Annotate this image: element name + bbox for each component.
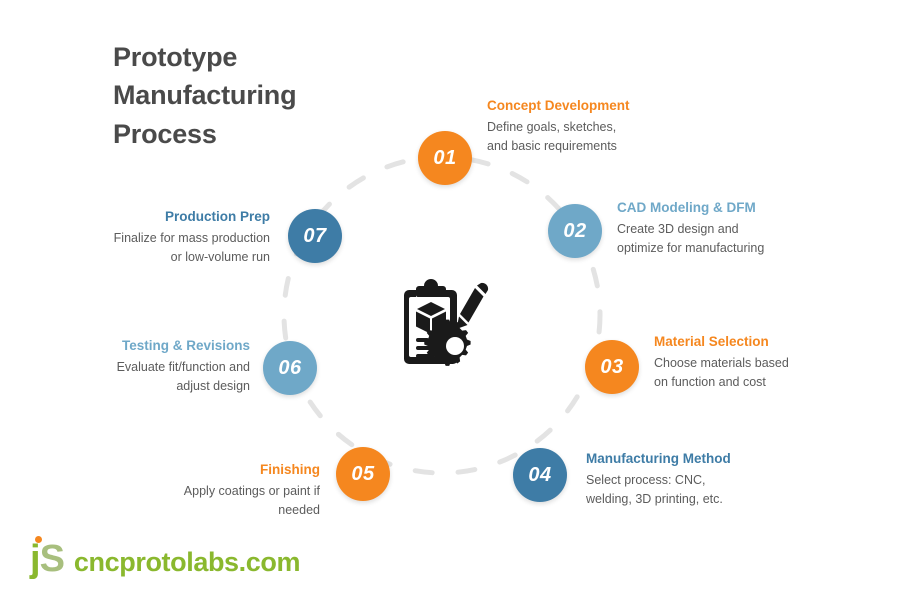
step-heading-03: Material Selection (654, 334, 769, 349)
step-number-01: 01 (433, 146, 457, 169)
step-circle-01[interactable]: 01 (418, 131, 472, 185)
step-body-02-line-1: Create 3D design and (617, 222, 739, 237)
step-body-06-line-1: Evaluate fit/function and (116, 360, 250, 375)
title-line-3: Process (113, 118, 217, 149)
title-line-2: Manufacturing (113, 80, 297, 111)
step-text-06: Testing & Revisions Evaluate fit/functio… (28, 338, 250, 396)
step-heading-06: Testing & Revisions (121, 338, 250, 353)
step-text-07: Production Prep Finalize for mass produc… (48, 209, 270, 267)
step-text-02: CAD Modeling & DFM Create 3D design and … (617, 200, 847, 258)
clipboard-cube-gear-pencil-icon (404, 279, 489, 366)
step-body-03-line-2: on function and cost (654, 375, 766, 390)
step-number-04: 04 (528, 463, 552, 486)
step-number-06: 06 (278, 356, 302, 379)
logo-letter-s: S (39, 538, 65, 580)
step-heading-01: Concept Development (487, 98, 630, 113)
step-number-05: 05 (351, 462, 375, 485)
step-circle-03[interactable]: 03 (585, 340, 639, 394)
step-body-01-line-2: and basic requirements (487, 139, 617, 154)
step-body-06-line-2: adjust design (176, 379, 250, 394)
step-body-03-line-1: Choose materials based (654, 356, 789, 371)
step-body-07-line-1: Finalize for mass production (113, 231, 270, 246)
step-text-03: Material Selection Choose materials base… (654, 334, 874, 392)
step-circle-02[interactable]: 02 (548, 204, 602, 258)
step-body-05-line-2: needed (278, 503, 320, 518)
step-circle-05[interactable]: 05 (336, 447, 390, 501)
step-heading-04: Manufacturing Method (586, 451, 731, 466)
step-text-04: Manufacturing Method Select process: CNC… (586, 451, 811, 509)
logo-domain: cncprotolabs.com (73, 547, 301, 577)
step-number-07: 07 (303, 224, 327, 247)
logo-dot-icon (35, 536, 42, 543)
step-body-01-line-1: Define goals, sketches, (487, 120, 617, 135)
step-circle-04[interactable]: 04 (513, 448, 567, 502)
step-heading-02: CAD Modeling & DFM (617, 200, 756, 215)
step-circle-07[interactable]: 07 (288, 209, 342, 263)
step-number-02: 02 (563, 219, 587, 242)
brand-logo[interactable]: jS cncprotolabs.com (30, 536, 301, 580)
step-heading-05: Finishing (260, 462, 320, 477)
step-circle-06[interactable]: 06 (263, 341, 317, 395)
step-body-05-line-1: Apply coatings or paint if (183, 484, 320, 499)
step-number-03: 03 (600, 355, 624, 378)
page-title: Prototype Manufacturing Process (113, 38, 433, 153)
title-line-1: Prototype (113, 42, 238, 72)
step-body-04-line-2: welding, 3D printing, etc. (586, 492, 723, 507)
logo-mark: jS (30, 536, 65, 580)
step-body-07-line-2: or low-volume run (170, 250, 270, 265)
step-body-02-line-2: optimize for manufacturing (617, 241, 765, 256)
step-heading-07: Production Prep (164, 209, 270, 224)
step-text-05: Finishing Apply coatings or paint if nee… (98, 462, 320, 520)
logo-letter-j: j (30, 538, 41, 580)
step-body-04-line-1: Select process: CNC, (586, 473, 706, 488)
step-text-01: Concept Development Define goals, sketch… (487, 98, 707, 156)
